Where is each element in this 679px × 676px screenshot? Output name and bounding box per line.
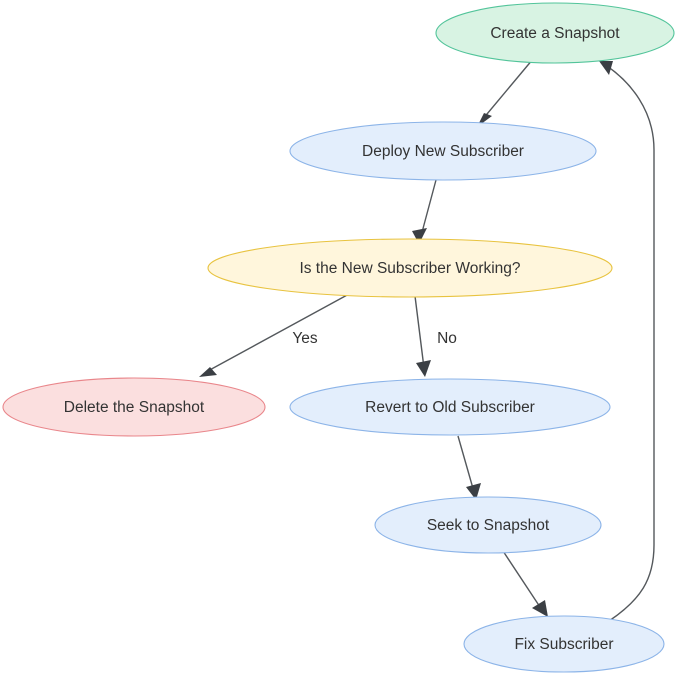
arrowhead-icon <box>599 61 613 75</box>
edges-layer: Yes No <box>199 58 655 622</box>
arrowhead-icon <box>416 360 431 377</box>
edge-line <box>414 295 425 369</box>
node-label-fix-subscriber: Fix Subscriber <box>514 636 613 653</box>
edge-label-yes: Yes <box>292 330 318 347</box>
edge-line <box>502 550 543 611</box>
node-create-snapshot[interactable]: Create a Snapshot <box>435 2 675 64</box>
node-shape-ellipse[interactable] <box>289 378 611 436</box>
node-delete-the-snapshot[interactable]: Delete the Snapshot <box>2 377 266 437</box>
arrowhead-icon <box>412 228 427 244</box>
node-seek-to-snapshot[interactable]: Seek to Snapshot <box>374 496 602 554</box>
arrowhead-icon <box>466 483 481 500</box>
node-shape-ellipse[interactable] <box>374 496 602 554</box>
edge-fix-to-create <box>599 61 655 622</box>
node-label-deploy-new-subscriber: Deploy New Subscriber <box>362 143 524 160</box>
node-revert-to-old-subscriber[interactable]: Revert to Old Subscriber <box>289 378 611 436</box>
edge-create-to-deploy <box>477 58 534 127</box>
node-deploy-new-subscriber[interactable]: Deploy New Subscriber <box>289 121 597 181</box>
edge-line <box>457 435 475 493</box>
node-fix-subscriber[interactable]: Fix Subscriber <box>463 615 665 673</box>
edge-decision-no: No <box>414 295 457 377</box>
node-shape-ellipse[interactable] <box>289 121 597 181</box>
node-shape-ellipse[interactable] <box>2 377 266 437</box>
edge-label-no: No <box>437 330 457 347</box>
node-is-new-subscriber-working[interactable]: Is the New Subscriber Working? <box>207 238 613 298</box>
arrowhead-icon <box>532 600 548 617</box>
node-shape-ellipse[interactable] <box>463 615 665 673</box>
node-label-is-new-subscriber-working: Is the New Subscriber Working? <box>299 260 520 277</box>
node-shape-ellipse[interactable] <box>435 2 675 64</box>
node-label-delete-the-snapshot: Delete the Snapshot <box>64 399 205 416</box>
node-label-create-snapshot: Create a Snapshot <box>490 25 620 42</box>
edge-decision-yes: Yes <box>199 293 350 377</box>
arrowhead-icon <box>199 367 217 377</box>
edge-line <box>420 179 437 237</box>
edge-line <box>606 65 655 622</box>
node-label-seek-to-snapshot: Seek to Snapshot <box>427 517 550 534</box>
edge-line <box>205 293 350 373</box>
node-shape-ellipse[interactable] <box>207 238 613 298</box>
node-label-revert-to-old-subscriber: Revert to Old Subscriber <box>365 399 535 416</box>
edge-seek-to-fix <box>502 550 548 617</box>
edge-revert-to-seek <box>457 435 481 500</box>
edge-deploy-to-decision <box>412 179 437 244</box>
edge-line <box>481 58 534 121</box>
